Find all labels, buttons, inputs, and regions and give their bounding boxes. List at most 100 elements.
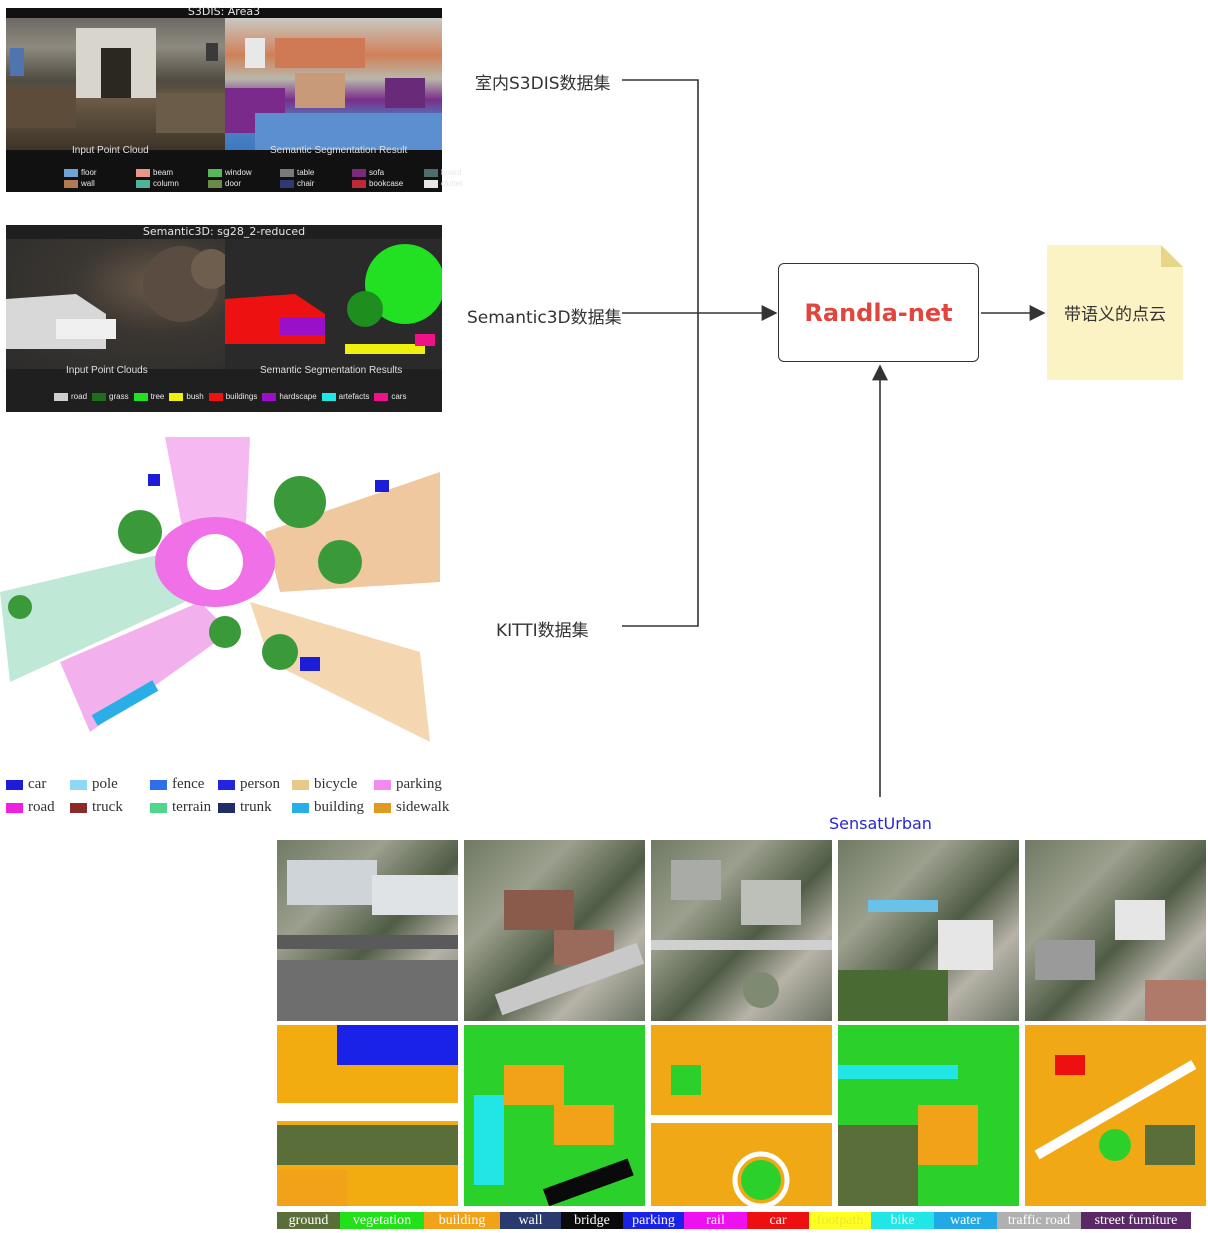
semantic3d-panel: Semantic3D: sg28_2-reduced Input Point C…	[6, 225, 445, 412]
semantic3d-legend-swatch	[169, 392, 184, 401]
semantic3d-legend-label: artefacts	[338, 392, 370, 401]
s3dis-legend-swatch	[64, 179, 78, 188]
kitti-dataset-label: KITTI数据集	[496, 621, 589, 641]
kitti-legend-swatch	[150, 779, 167, 790]
s3dis-legend-item: clutter	[424, 179, 496, 188]
semantic3d-legend-label: bush	[186, 392, 204, 401]
kitti-legend-label: fence	[172, 776, 205, 792]
sensat-photo-3	[651, 840, 832, 1021]
sensat-legend-item: parking	[623, 1212, 684, 1229]
s3dis-legend-label: floor	[81, 168, 97, 177]
semantic3d-legend-item: cars	[374, 392, 406, 401]
kitti-legend-label: truck	[92, 799, 123, 815]
kitti-legend-label: bicycle	[314, 776, 358, 792]
s3dis-legend-label: wall	[81, 179, 95, 188]
kitti-legend-item: person	[218, 776, 292, 793]
s3dis-input-scene	[6, 28, 225, 133]
s3dis-legend-swatch	[208, 168, 222, 177]
sensat-legend-item: rail	[684, 1212, 747, 1229]
semantic3d-legend-swatch	[54, 392, 68, 401]
semantic3d-right-caption: Semantic Segmentation Results	[260, 365, 403, 376]
s3dis-legend-swatch	[208, 179, 222, 188]
kitti-legend-swatch	[218, 779, 235, 790]
s3dis-legend-swatch	[424, 179, 438, 188]
sensat-photo-1	[277, 840, 458, 1021]
semantic3d-legend-label: grass	[109, 392, 129, 401]
sensat-legend-item: ground	[277, 1212, 340, 1229]
kitti-legend-label: terrain	[172, 799, 212, 815]
sensat-seg-2	[464, 1025, 645, 1206]
semantic3d-segmentation-image	[225, 239, 445, 369]
s3dis-legend-label: sofa	[369, 168, 385, 177]
semantic3d-legend-label: buildings	[225, 392, 258, 401]
semantic3d-title: Semantic3D: sg28_2-reduced	[142, 225, 306, 238]
s3dis-legend-label: chair	[297, 179, 315, 188]
output-label: 带语义的点云	[1064, 305, 1166, 325]
s3dis-title: S3DIS: Area3	[187, 5, 261, 18]
sensat-dataset-label: SensatUrban	[829, 814, 932, 833]
sensat-legend-item: wall	[500, 1212, 561, 1229]
s3dis-legend-swatch	[280, 168, 294, 177]
sensat-legend-item: street furniture	[1081, 1212, 1191, 1229]
semantic3d-legend-swatch	[321, 392, 336, 401]
s3dis-legend-item: bookcase	[352, 179, 424, 188]
semantic3d-legend-label: cars	[391, 392, 407, 401]
s3dis-legend-item: chair	[280, 179, 352, 188]
kitti-legend-label: road	[28, 799, 55, 815]
s3dis-legend-label: clutter	[441, 179, 463, 188]
kitti-legend-swatch	[70, 779, 87, 790]
kitti-legend-item: building	[292, 799, 374, 816]
s3dis-legend-swatch	[136, 168, 150, 177]
s3dis-legend-swatch	[352, 179, 366, 188]
semantic3d-legend-swatch	[208, 392, 223, 401]
sensat-legend-item: vegetation	[340, 1212, 424, 1229]
sensat-photo-4	[838, 840, 1019, 1021]
semantic3d-legend-item: road	[54, 392, 87, 401]
kitti-legend-label: person	[240, 776, 280, 792]
s3dis-left-caption: Input Point Cloud	[72, 145, 149, 156]
kitti-legend-swatch	[6, 779, 23, 790]
semantic3d-input-scene	[6, 246, 231, 349]
s3dis-panel: S3DIS: Area3 Input Point Cloud Semantic …	[6, 5, 463, 192]
s3dis-legend-item: table	[280, 168, 352, 177]
semantic3d-legend-label: road	[71, 392, 88, 401]
kitti-legend-swatch	[150, 802, 167, 813]
s3dis-legend-item: board	[424, 168, 496, 177]
s3dis-legend-label: beam	[153, 168, 174, 177]
kitti-legend-item: road	[6, 799, 70, 816]
s3dis-legend-label: door	[225, 179, 242, 188]
s3dis-right-caption: Semantic Segmentation Result	[270, 145, 408, 156]
s3dis-legend-item: sofa	[352, 168, 424, 177]
model-name: Randla-net	[804, 298, 953, 327]
s3dis-input-image	[6, 18, 225, 150]
s3dis-legend-swatch	[64, 168, 78, 177]
semantic3d-legend-swatch	[262, 392, 277, 401]
sensat-seg-5	[1025, 1025, 1206, 1206]
kitti-legend-item: bicycle	[292, 776, 374, 793]
semantic3d-legend-item: tree	[133, 392, 164, 401]
s3dis-segmentation-scene	[225, 38, 442, 150]
kitti-legend-swatch	[292, 779, 309, 790]
kitti-legend-swatch	[70, 802, 87, 813]
kitti-legend-label: parking	[396, 776, 442, 792]
kitti-legend-label: trunk	[240, 799, 272, 815]
semantic3d-legend-swatch	[374, 392, 389, 401]
kitti-legend-swatch	[218, 802, 235, 813]
kitti-legend-item: car	[6, 776, 70, 793]
kitti-legend-item: parking	[374, 776, 458, 793]
model-box: Randla-net	[778, 263, 979, 362]
kitti-legend-item: truck	[70, 799, 150, 816]
kitti-legend-item: terrain	[150, 799, 218, 816]
semantic3d-legend-item: artefacts	[321, 392, 370, 401]
kitti-legend-swatch	[374, 802, 391, 813]
kitti-legend-label: car	[28, 776, 47, 792]
s3dis-legend-swatch	[352, 168, 366, 177]
sensat-seg-3	[651, 1025, 832, 1206]
s3dis-legend-item: door	[208, 179, 280, 188]
kitti-legend-item: trunk	[218, 799, 292, 816]
